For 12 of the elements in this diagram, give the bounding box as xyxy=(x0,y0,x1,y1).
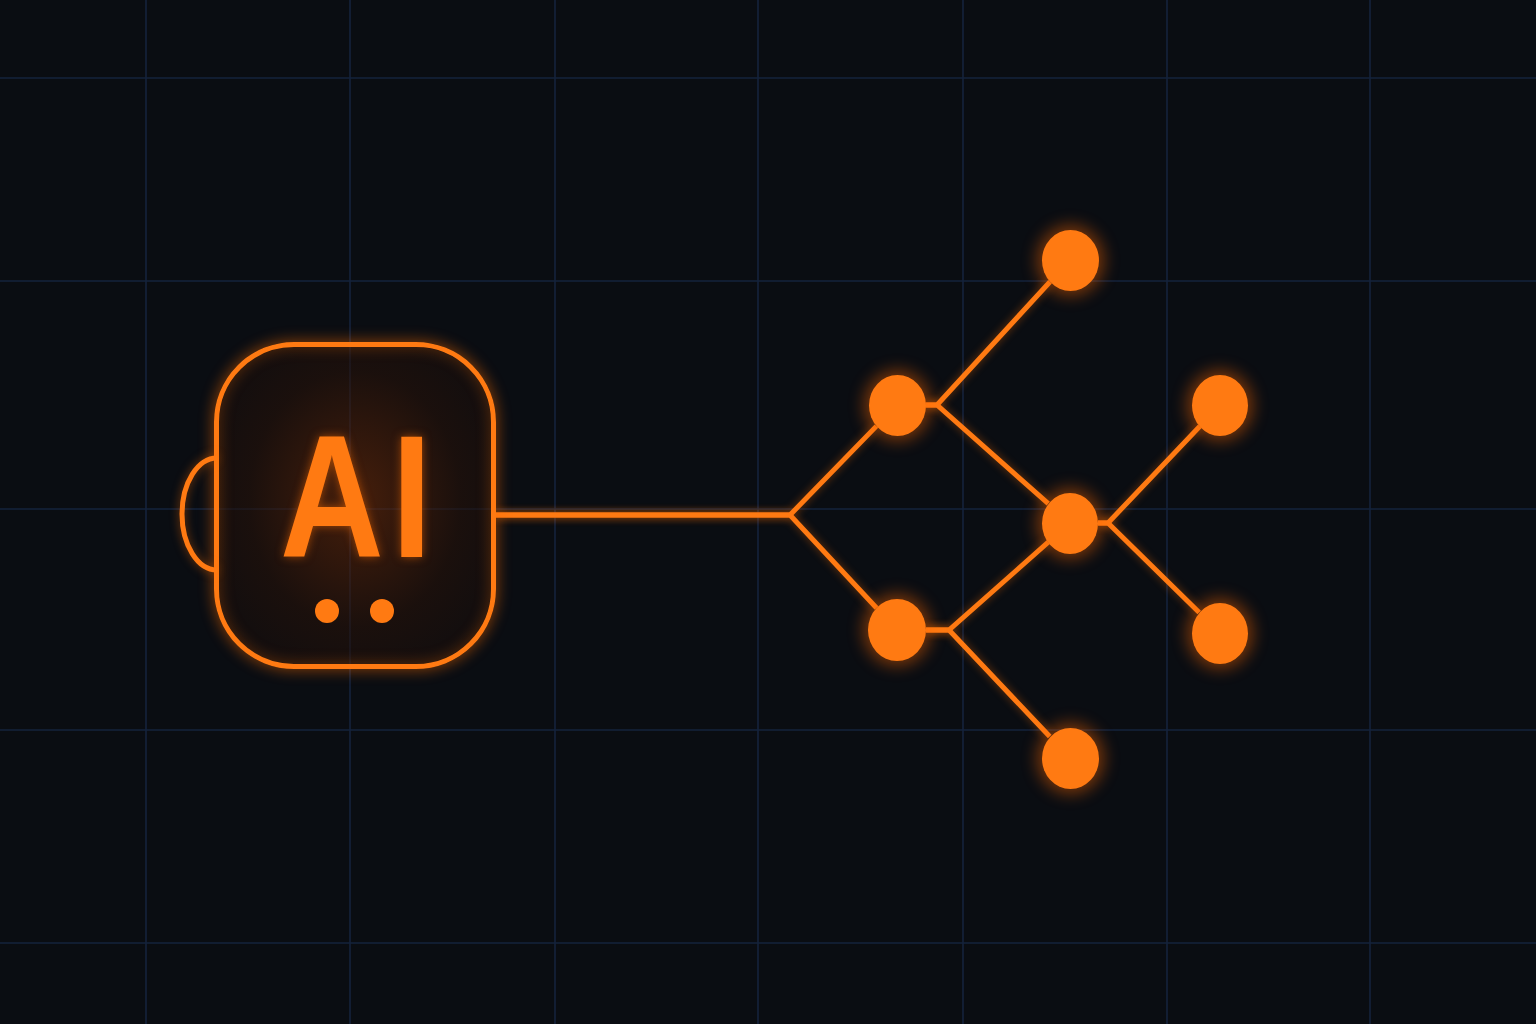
node-circle xyxy=(868,374,926,436)
node-circle xyxy=(1041,727,1099,789)
node-circle xyxy=(1192,602,1248,664)
node-circle xyxy=(1192,374,1248,436)
node-circle xyxy=(1042,492,1098,554)
head-label: AI xyxy=(280,409,440,584)
node-circle xyxy=(1041,229,1099,291)
node-circle xyxy=(868,599,926,661)
connector-line xyxy=(496,512,879,610)
connector-line xyxy=(926,627,1052,739)
connector-line xyxy=(925,402,1050,506)
connector-line xyxy=(1098,520,1201,615)
